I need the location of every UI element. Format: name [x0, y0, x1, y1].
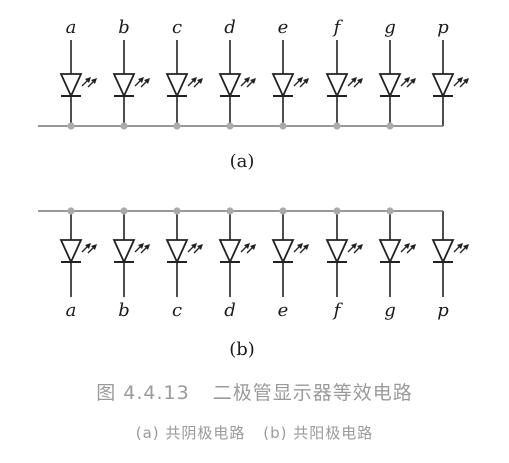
junction-dot	[279, 122, 287, 130]
panel-b-tag: (b)	[229, 339, 255, 360]
pin-label-g: g	[384, 17, 396, 38]
diode-c	[165, 211, 203, 297]
pin-label-f: f	[332, 17, 344, 38]
diode-a	[59, 211, 97, 297]
junction-dot	[67, 122, 75, 130]
diode-d	[218, 211, 256, 297]
pin-label-e: e	[278, 300, 289, 321]
pin-label-c: c	[172, 300, 182, 321]
subcaption-b: (b) 共阳极电路	[263, 424, 374, 442]
junction-dot	[173, 122, 181, 130]
junction-dot	[333, 122, 341, 130]
diode-f	[325, 40, 363, 126]
figure-caption: 图 4.4.13 二极管显示器等效电路	[0, 378, 509, 405]
diode-d	[218, 40, 256, 126]
panel-a-tag: (a)	[230, 151, 255, 172]
pin-label-d: d	[224, 300, 236, 321]
pin-label-f: f	[332, 300, 344, 321]
diode-p	[431, 211, 469, 297]
subcaption-a: (a) 共阴极电路	[135, 424, 246, 442]
junction-dot	[226, 207, 234, 215]
junction-dot	[120, 207, 128, 215]
pin-label-g: g	[384, 300, 396, 321]
junction-dot	[67, 207, 75, 215]
figure-number: 图 4.4.13	[96, 382, 190, 404]
pin-label-b: b	[118, 300, 130, 321]
junction-dot	[226, 122, 234, 130]
pin-label-e: e	[278, 17, 289, 38]
junction-dot	[386, 207, 394, 215]
figure-subcaption: (a) 共阴极电路 (b) 共阳极电路	[0, 422, 509, 443]
figure-title: 二极管显示器等效电路	[212, 382, 413, 404]
junction-dot	[333, 207, 341, 215]
diode-e	[271, 40, 309, 126]
pin-label-b: b	[118, 17, 130, 38]
pin-label-p: p	[437, 300, 449, 321]
diode-f	[325, 211, 363, 297]
pin-label-a: a	[66, 300, 77, 321]
junction-dot	[279, 207, 287, 215]
diode-p	[431, 40, 469, 126]
pin-label-c: c	[172, 17, 182, 38]
pin-label-p: p	[437, 17, 449, 38]
diode-c	[165, 40, 203, 126]
junction-dot	[120, 122, 128, 130]
junction-dot	[386, 122, 394, 130]
diode-g	[378, 211, 416, 297]
diode-e	[271, 211, 309, 297]
diode-a	[59, 40, 97, 126]
pin-label-a: a	[66, 17, 77, 38]
diode-b	[112, 40, 150, 126]
diode-display-circuit: a b c d e f g p a b c d e f g p (a) (b)	[38, 17, 469, 360]
junction-dot	[173, 207, 181, 215]
pin-label-d: d	[224, 17, 236, 38]
diode-b	[112, 211, 150, 297]
diode-g	[378, 40, 416, 126]
